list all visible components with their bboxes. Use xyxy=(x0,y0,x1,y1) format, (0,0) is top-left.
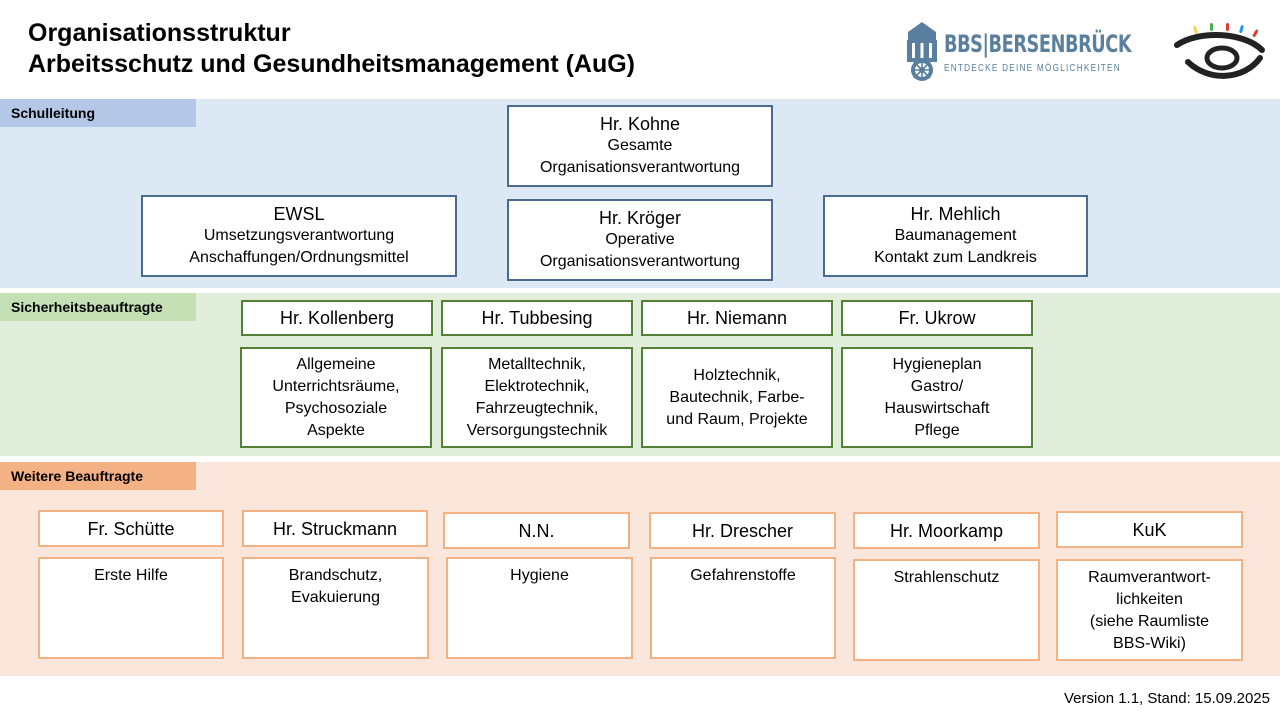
sicherheit-desc-line: Unterrichtsräume, xyxy=(272,377,400,395)
sicherheit-desc-line: Allgemeine xyxy=(296,355,376,373)
sicherheit-desc-line: und Raum, Projekte xyxy=(666,410,808,428)
weitere-desc-line: Gefahrenstoffe xyxy=(690,567,796,584)
version-stamp: Version 1.1, Stand: 15.09.2025 xyxy=(1064,690,1270,707)
mehlich-name: Hr. Mehlich xyxy=(910,204,1001,224)
school-building-icon xyxy=(907,22,937,81)
weitere-desc-box: Raumverantwort- lichkeiten (siehe Raumli… xyxy=(1056,559,1243,661)
bbs-brand-text: BBS|BERSENBRÜCK xyxy=(944,30,1132,58)
box-kohne: Hr. Kohne Gesamte Organisationsverantwor… xyxy=(507,105,773,187)
sicherheit-desc-line: Holztechnik, xyxy=(693,366,781,384)
weitere-name: Hr. Moorkamp xyxy=(889,520,1004,541)
weitere-desc-line: lichkeiten xyxy=(1116,591,1183,608)
sicherheit-desc-line: Pflege xyxy=(914,421,960,439)
weitere-name: N.N. xyxy=(518,520,555,541)
kohne-line-1: Gesamte xyxy=(607,137,673,154)
sicherheit-desc-line: Gastro/ xyxy=(910,377,964,395)
weitere-desc-box: Erste Hilfe xyxy=(38,557,224,659)
weitere-desc-line: Hygiene xyxy=(510,567,569,584)
sicherheit-desc-line: Hauswirtschaft xyxy=(884,399,990,417)
weitere-desc-line: (siehe Raumliste xyxy=(1089,613,1210,630)
eye-icon xyxy=(1174,23,1265,79)
sicherheit-name: Hr. Niemann xyxy=(686,308,788,328)
weitere-name: Hr. Drescher xyxy=(691,520,794,541)
bbs-bersenbrueck-logo: BBS|BERSENBRÜCK ENTDECKE DEINE MÖGLICHKE… xyxy=(904,20,1154,82)
weitere-name: Fr. Schütte xyxy=(87,518,175,539)
sicherheit-name: Hr. Kollenberg xyxy=(279,308,395,328)
eye-logo xyxy=(1174,20,1266,82)
sicherheit-name-box: Hr. Tubbesing xyxy=(441,300,633,336)
sicherheit-desc-line: Metalltechnik, xyxy=(488,355,586,373)
schulleitung-label: Schulleitung xyxy=(0,99,196,127)
sicherheit-desc-line: Hygieneplan xyxy=(892,355,982,373)
sicherheit-desc-line: Elektrotechnik, xyxy=(484,377,590,395)
weitere-desc-line: Evakuierung xyxy=(291,589,380,606)
weitere-desc-line: Strahlenschutz xyxy=(893,569,1000,586)
sicherheit-desc-box: Metalltechnik, Elektrotechnik, Fahrzeugt… xyxy=(441,347,633,448)
sicherheit-desc-line: Psychosoziale xyxy=(284,399,388,417)
weitere-desc-line: Erste Hilfe xyxy=(94,567,168,584)
ewsl-line-1: Umsetzungsverantwortung xyxy=(203,227,395,244)
weitere-desc-line: Raumverantwort- xyxy=(1088,569,1211,586)
weitere-desc-box: Strahlenschutz xyxy=(853,559,1040,661)
sicherheit-desc-line: Versorgungstechnik xyxy=(466,421,608,439)
box-ewsl: EWSL Umsetzungsverantwortung Anschaffung… xyxy=(141,195,457,277)
kohne-name: Hr. Kohne xyxy=(599,114,681,134)
sicherheit-desc-box: Holztechnik, Bautechnik, Farbe- und Raum… xyxy=(641,347,833,448)
kroeger-line-1: Operative xyxy=(605,231,675,248)
sicherheit-desc-line: Aspekte xyxy=(307,421,365,439)
weitere-name-box: Hr. Struckmann xyxy=(242,510,428,547)
kohne-line-2: Organisationsverantwortung xyxy=(539,159,741,176)
page-title: Organisationsstruktur Arbeitsschutz und … xyxy=(28,18,635,80)
sicherheitsbeauftragte-section: Sicherheitsbeauftragte xyxy=(0,293,1280,456)
sicherheit-name-box: Hr. Kollenberg xyxy=(241,300,433,336)
title-line-1: Organisationsstruktur xyxy=(28,19,291,47)
sicherheit-desc-box: Hygieneplan Gastro/ Hauswirtschaft Pfleg… xyxy=(841,347,1033,448)
weitere-desc-box: Brandschutz, Evakuierung xyxy=(242,557,429,659)
weitere-name: KuK xyxy=(1132,519,1167,540)
weitere-name-box: Fr. Schütte xyxy=(38,510,224,547)
box-mehlich: Hr. Mehlich Baumanagement Kontakt zum La… xyxy=(823,195,1088,277)
ewsl-line-2: Anschaffungen/Ordnungsmittel xyxy=(189,249,409,266)
weitere-desc-box: Hygiene xyxy=(446,557,633,659)
kroeger-line-2: Organisationsverantwortung xyxy=(539,253,741,270)
mehlich-line-1: Baumanagement xyxy=(894,227,1017,244)
sicherheit-desc-box: Allgemeine Unterrichtsräume, Psychosozia… xyxy=(240,347,432,448)
bbs-slogan-text: ENTDECKE DEINE MÖGLICHKEITEN xyxy=(944,62,1121,74)
weitere-name-box: KuK xyxy=(1056,511,1243,548)
ewsl-name: EWSL xyxy=(273,204,325,224)
sicherheitsbeauftragte-label: Sicherheitsbeauftragte xyxy=(0,293,196,321)
weitere-name-box: Hr. Drescher xyxy=(649,512,836,549)
sicherheit-name-box: Hr. Niemann xyxy=(641,300,833,336)
sicherheit-name-box: Fr. Ukrow xyxy=(841,300,1033,336)
weitere-name-box: N.N. xyxy=(443,512,630,549)
kroeger-name: Hr. Kröger xyxy=(598,208,682,228)
sicherheit-name: Hr. Tubbesing xyxy=(481,308,593,328)
weitere-desc-box: Gefahrenstoffe xyxy=(650,557,836,659)
sicherheit-name: Fr. Ukrow xyxy=(898,308,976,328)
weitere-name: Hr. Struckmann xyxy=(272,518,398,539)
sicherheit-desc-line: Bautechnik, Farbe- xyxy=(669,388,805,406)
weitere-desc-line: Brandschutz, xyxy=(288,567,383,584)
weitere-desc-line: BBS-Wiki) xyxy=(1113,635,1186,652)
weitere-beauftragte-label: Weitere Beauftragte xyxy=(0,462,196,490)
box-kroeger: Hr. Kröger Operative Organisationsverant… xyxy=(507,199,773,281)
weitere-name-box: Hr. Moorkamp xyxy=(853,512,1040,549)
title-line-2: Arbeitsschutz und Gesundheitsmanagement … xyxy=(28,50,636,78)
mehlich-line-2: Kontakt zum Landkreis xyxy=(874,249,1037,266)
sicherheit-desc-line: Fahrzeugtechnik, xyxy=(475,399,599,417)
